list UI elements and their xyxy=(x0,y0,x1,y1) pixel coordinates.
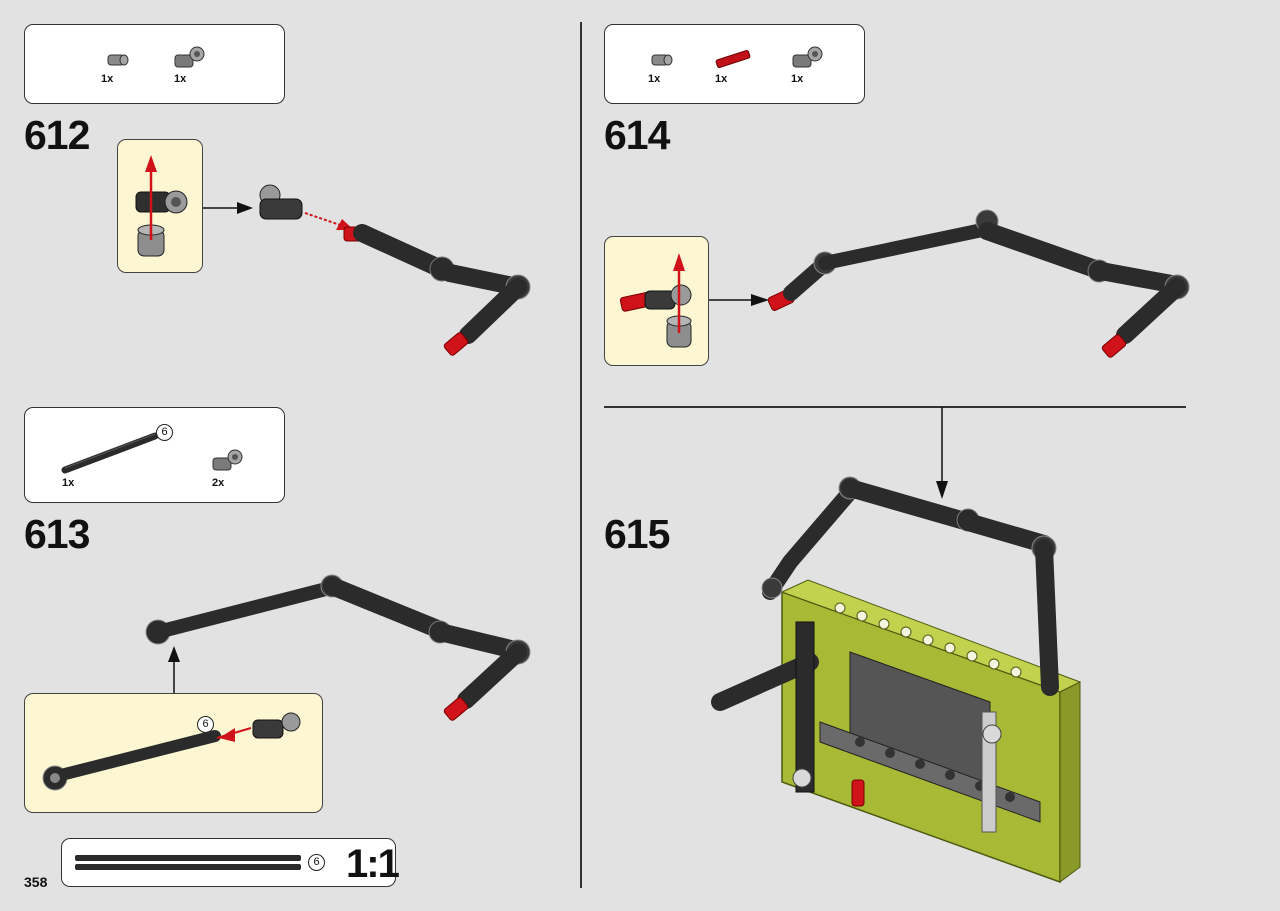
angle-connector-icon xyxy=(174,46,205,68)
axle-6-icon xyxy=(61,432,159,474)
scale-ruler: 6 1:1 xyxy=(61,838,400,887)
red-axle-pin-icon xyxy=(715,49,751,69)
sub-assembly-callout-614 xyxy=(604,236,709,366)
part-qty: 1x xyxy=(648,73,661,85)
part-qty: 1x xyxy=(101,73,114,85)
callout-assembly-illustration xyxy=(135,155,188,257)
step-number-615: 615 xyxy=(604,511,670,557)
angle-connector-icon xyxy=(212,449,243,471)
step-number-612: 612 xyxy=(24,112,90,158)
step-number-614: 614 xyxy=(604,112,670,158)
page-number: 358 xyxy=(24,874,48,890)
callout-pointer-arrow xyxy=(709,294,769,306)
parts-list-613: 6 1x 2x xyxy=(24,407,285,503)
pin-connector-icon xyxy=(107,54,129,66)
pin-connector-icon xyxy=(651,54,673,66)
part-qty: 1x xyxy=(174,73,187,85)
model-illustration-612 xyxy=(259,184,531,356)
sub-assembly-callout-613: 6 xyxy=(24,693,323,813)
callout-assembly-illustration xyxy=(42,712,301,791)
sub-assembly-callout-612 xyxy=(117,139,203,273)
scale-ratio: 1:1 xyxy=(346,842,400,886)
model-illustration-614 xyxy=(767,209,1190,358)
axle-scale-icon xyxy=(75,855,301,870)
callout-assembly-illustration xyxy=(619,253,692,348)
model-illustration-615 xyxy=(711,476,1082,884)
model-illustration-613 xyxy=(145,574,531,721)
callout-pointer-arrow xyxy=(203,202,253,214)
scale-length-indicator: 6 xyxy=(308,854,325,871)
page-divider-vertical xyxy=(580,22,582,888)
part-qty: 2x xyxy=(212,477,225,489)
part-qty: 1x xyxy=(791,73,804,85)
axle-length-indicator: 6 xyxy=(156,424,173,441)
parts-list-614: 1x 1x 1x xyxy=(604,24,865,104)
placement-arrow xyxy=(936,407,948,499)
parts-list-612: 1x 1x xyxy=(24,24,285,104)
step-divider-horizontal xyxy=(604,406,1186,408)
angle-connector-icon xyxy=(792,46,823,68)
step-number-613: 613 xyxy=(24,511,90,557)
callout-pointer-arrow xyxy=(168,646,180,694)
part-qty: 1x xyxy=(62,477,75,489)
part-qty: 1x xyxy=(715,73,728,85)
